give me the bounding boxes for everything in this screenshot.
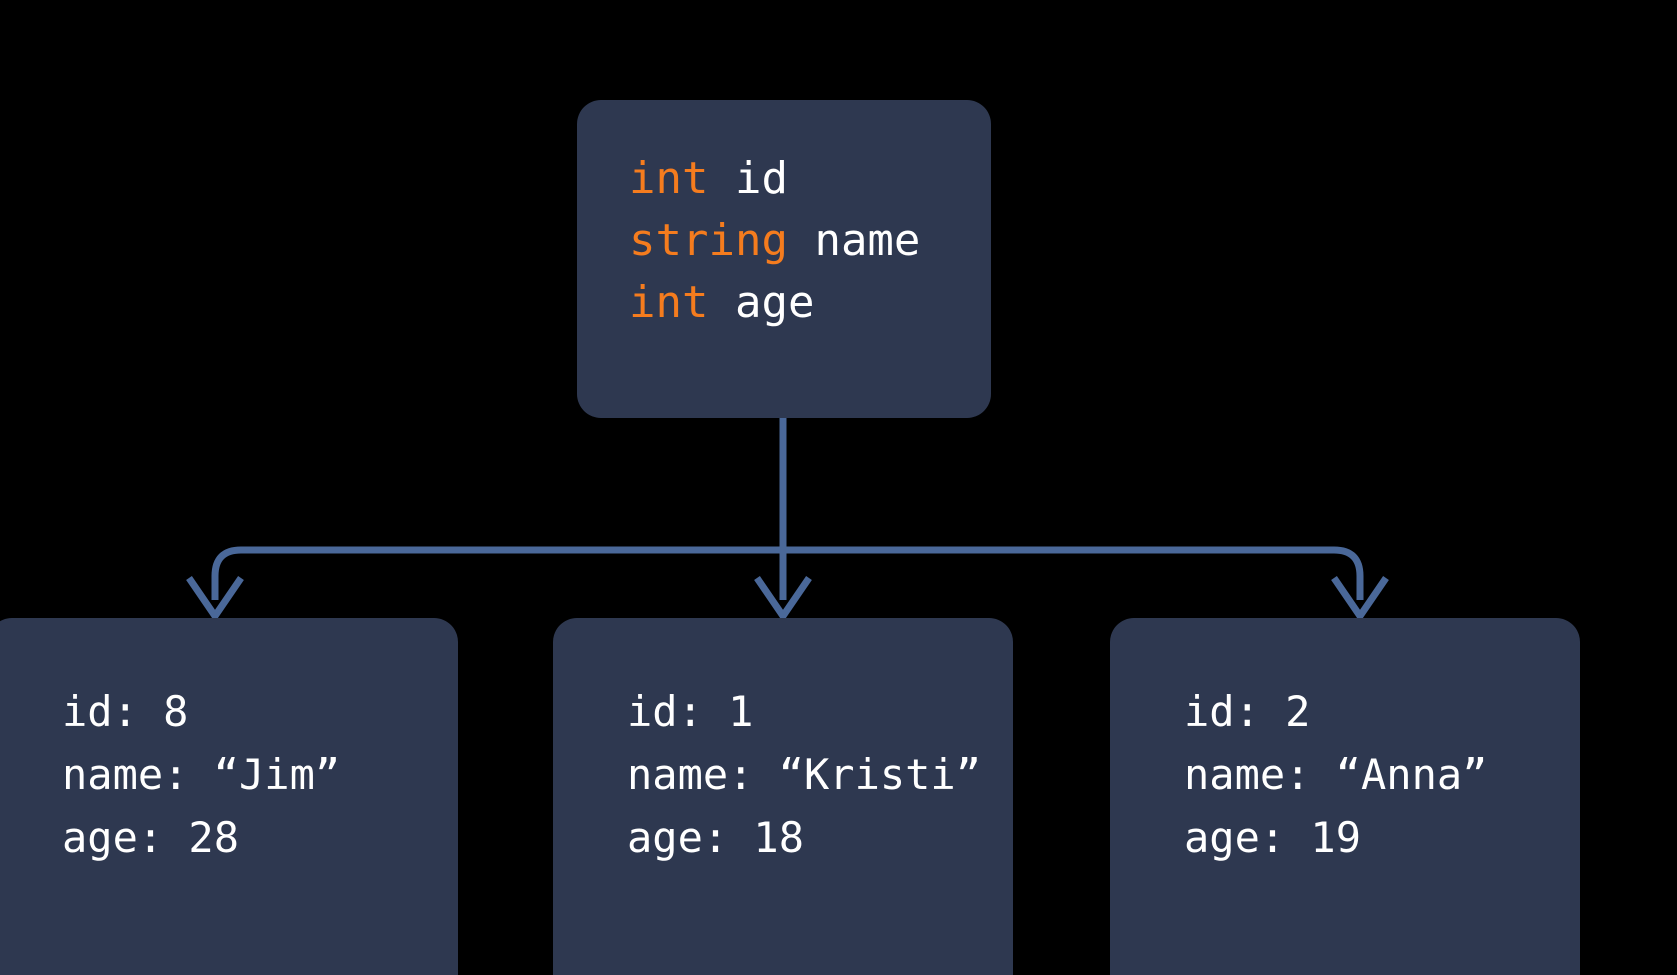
schema-line-2: int age (629, 272, 991, 334)
record-field-age: age: 19 (1184, 813, 1362, 862)
record-field-name: name: “Jim” (62, 750, 341, 799)
record-node[interactable]: id: 2 name: “Anna” age: 19 (1110, 618, 1580, 975)
type-keyword: string (629, 215, 788, 266)
field-identifier (708, 277, 735, 328)
record-field-id: id: 1 (627, 687, 754, 736)
record-node[interactable]: id: 1 name: “Kristi” age: 18 (553, 618, 1013, 975)
record-field-id: id: 2 (1184, 687, 1311, 736)
type-keyword: int (629, 153, 709, 204)
connector-bus-right (783, 546, 1364, 600)
schema-line-0: int id (629, 148, 991, 210)
field-identifier: id (734, 153, 788, 204)
field-identifier: age (734, 277, 815, 328)
record-node[interactable]: id: 8 name: “Jim” age: 28 (0, 618, 458, 975)
field-identifier (708, 153, 735, 204)
field-identifier (788, 215, 815, 266)
record-field-age: age: 18 (627, 813, 805, 862)
schema-line-1: string name (629, 210, 991, 272)
schema-node[interactable]: int id string name int age (577, 100, 991, 418)
record-field-name: name: “Anna” (1184, 750, 1488, 799)
field-identifier: name (814, 215, 921, 266)
type-keyword: int (629, 277, 709, 328)
arrowhead-left (186, 576, 244, 623)
record-field-id: id: 8 (62, 687, 189, 736)
arrowhead-middle (754, 576, 812, 623)
arrowhead-right (1331, 576, 1389, 623)
connector-bus-left (211, 546, 783, 600)
record-field-age: age: 28 (62, 813, 240, 862)
record-field-name: name: “Kristi” (627, 750, 982, 799)
